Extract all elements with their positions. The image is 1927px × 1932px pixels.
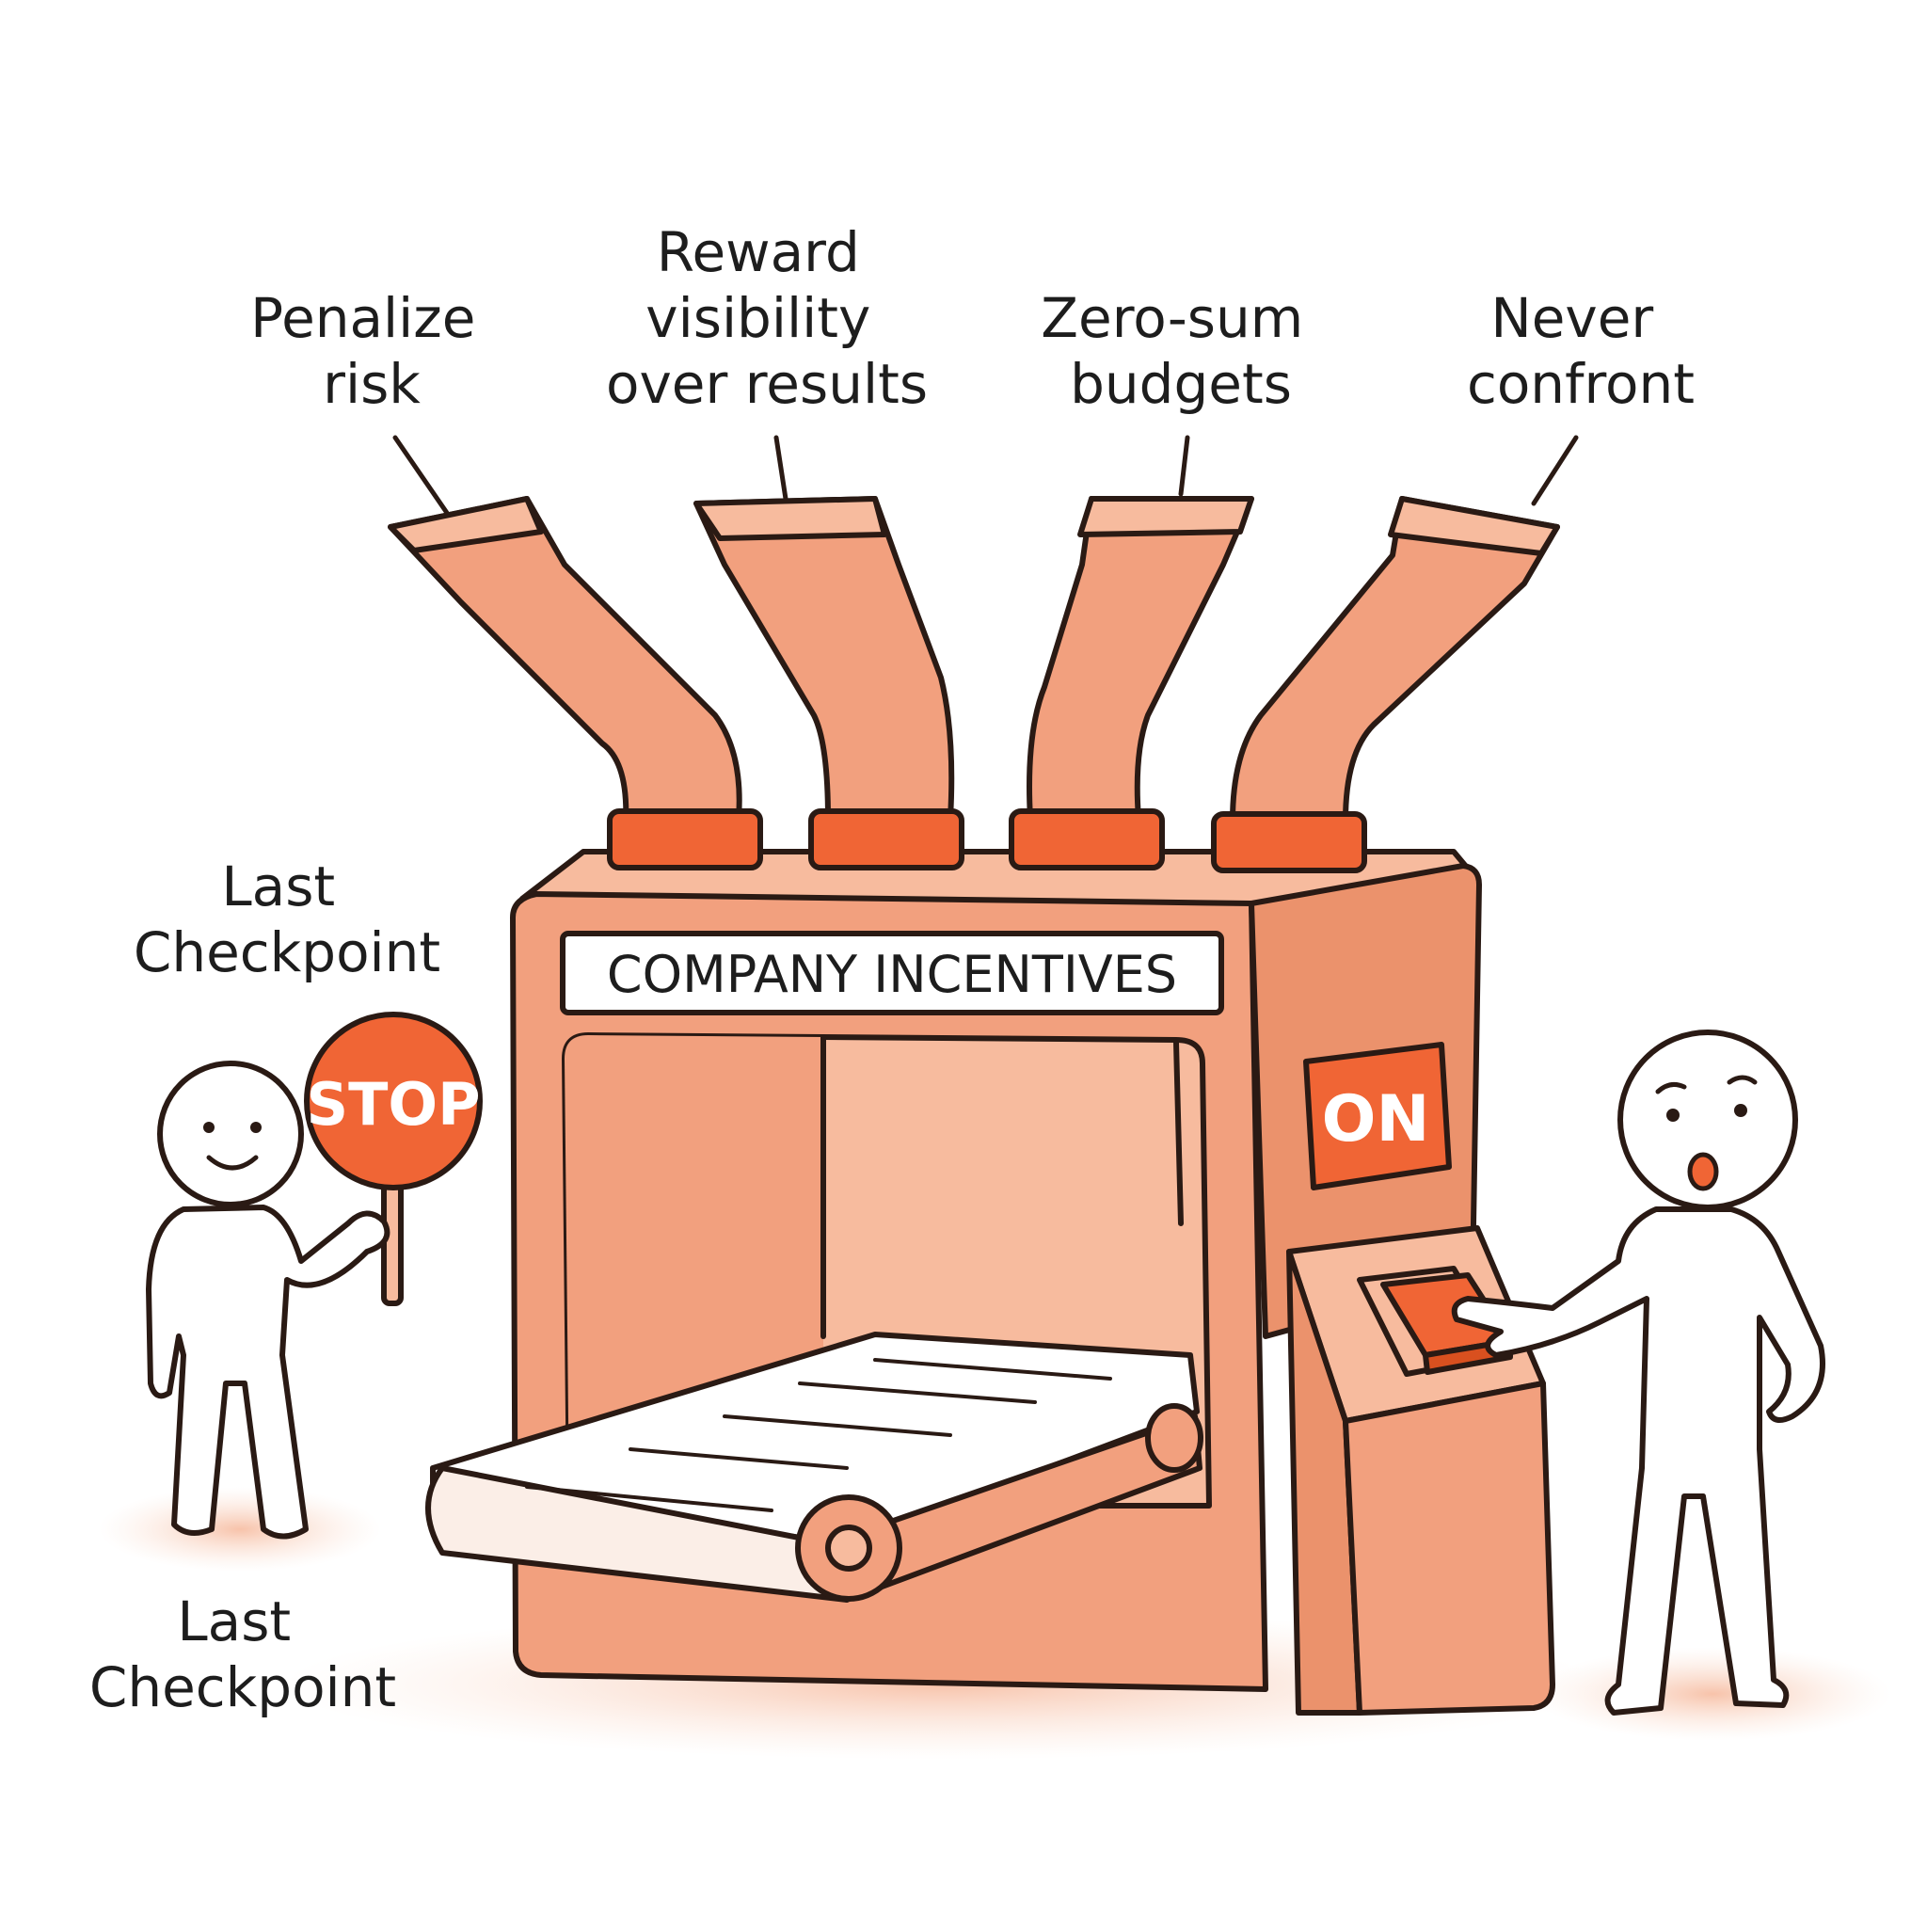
pipe-3 xyxy=(1009,496,1254,870)
checkpoint-label-top: Last Checkpoint xyxy=(134,854,440,984)
ground-glow-right xyxy=(1534,1647,1891,1741)
conveyor-belt xyxy=(425,1332,1203,1603)
label-pointers xyxy=(392,435,1579,516)
pipe-4 xyxy=(1211,496,1560,873)
input-label-never-confront: Never confront xyxy=(1467,286,1695,416)
on-light: ON xyxy=(1303,1042,1452,1190)
input-label-zero-sum: Zero-sum budgets xyxy=(1041,286,1320,416)
pipe-2 xyxy=(693,496,964,870)
ground-glow-left xyxy=(99,1487,381,1572)
on-light-text: ON xyxy=(1322,1082,1430,1157)
stop-sign-text: STOP xyxy=(306,1070,480,1139)
control-panel xyxy=(1286,1225,1555,1716)
machine-sign-text: COMPANY INCENTIVES xyxy=(607,945,1177,1004)
checkpoint-figure xyxy=(146,1061,390,1540)
stop-sign: STOP xyxy=(304,1012,483,1306)
pipe-1 xyxy=(388,496,763,870)
checkpoint-label-bottom: Last Checkpoint xyxy=(89,1589,396,1719)
input-label-penalize: Penalize risk xyxy=(250,286,493,416)
input-label-reward: Reward visibility over results xyxy=(606,220,928,416)
machine-sign: COMPANY INCENTIVES xyxy=(560,931,1224,1015)
operator-figure xyxy=(1451,1030,1825,1716)
